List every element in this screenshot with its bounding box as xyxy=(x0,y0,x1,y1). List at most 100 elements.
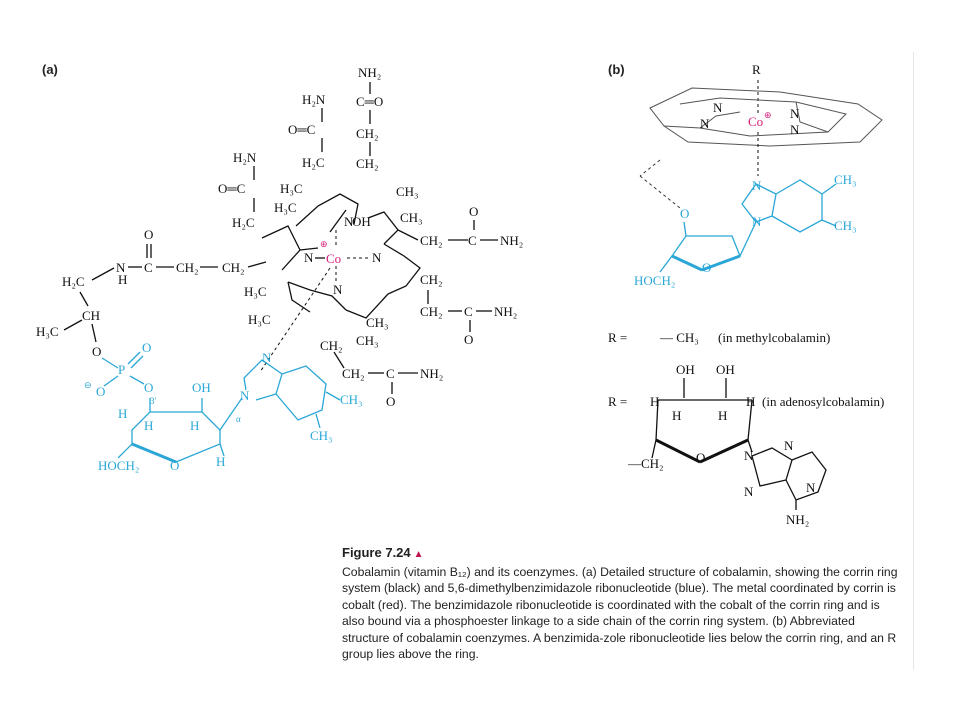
atom-h3c-left2: H₃C xyxy=(248,312,271,327)
ribose-3prime: 3′ xyxy=(150,396,157,406)
atom-n-amide: N xyxy=(116,260,126,275)
atom-co-top: C═O xyxy=(356,94,383,109)
caption-body: Cobalamin (vitamin B₁₂) and its coenzyme… xyxy=(342,564,898,662)
atom-nh2-right1: NH₂ xyxy=(500,233,523,248)
atom-cobalt-b: Co xyxy=(748,114,763,129)
atom-n-imid2: N xyxy=(240,388,250,403)
atom-o-right1: O xyxy=(469,204,478,219)
atom-o-right2: O xyxy=(464,332,473,347)
atom-h-r3: H xyxy=(190,418,199,433)
atom-o-ribose3: O xyxy=(144,380,153,395)
cobalt-charge: ⊕ xyxy=(320,239,328,249)
atom-n-right: N xyxy=(372,250,382,265)
alpha-label: α xyxy=(236,414,241,424)
atom-n-left: N xyxy=(304,250,314,265)
adenosyl-text: (in adenosylcobalamin) xyxy=(762,394,884,409)
phosphate-charge: ⊖ xyxy=(84,380,92,390)
atom-h-ad2: H xyxy=(746,394,755,409)
atom-ch2-bottom2: CH₂ xyxy=(342,366,365,381)
atom-oh-ribose: OH xyxy=(192,380,211,395)
atom-o-ad: O xyxy=(696,450,705,465)
atom-n-imid-b1: N xyxy=(752,178,762,193)
atom-ch2-chain2: CH₂ xyxy=(222,260,245,275)
atom-o-bottom: O xyxy=(386,394,395,409)
atom-cobalt: Co xyxy=(326,251,341,266)
atom-o-phosphate: O xyxy=(142,340,151,355)
atom-h2c-chain: H₂C xyxy=(62,274,85,289)
r-label-methyl: R = xyxy=(608,330,627,345)
atom-n-b3: N xyxy=(790,106,800,121)
atom-n-b4: N xyxy=(790,122,800,137)
atom-o-ribose: O xyxy=(170,458,179,473)
atom-ch2-right1: CH₂ xyxy=(420,233,443,248)
atom-h2n-1: H₂N xyxy=(233,150,257,165)
atom-ch2-top1: CH₂ xyxy=(356,126,379,141)
atom-o-ring-b: O xyxy=(702,260,711,275)
atom-n-b2: N xyxy=(700,116,710,131)
atom-n-aden4: N xyxy=(744,484,754,499)
atom-c-right2: C xyxy=(464,304,473,319)
atom-nh2-right2: NH₂ xyxy=(494,304,517,319)
atom-h-ad4: H xyxy=(718,408,727,423)
atom-ch2-right2: CH₂ xyxy=(420,272,443,287)
methyl-group: — CH₃ xyxy=(659,330,699,345)
atom-h3c-2: H₃C xyxy=(274,200,297,215)
atom-o-minus: O xyxy=(96,384,105,399)
panel-label-b: (b) xyxy=(608,62,625,77)
atom-o-b: O xyxy=(680,206,689,221)
atom-c-bottom: C xyxy=(386,366,395,381)
atom-o-chain: O xyxy=(92,344,101,359)
atom-nh2-aden: NH₂ xyxy=(786,512,809,527)
atom-h-r2: H xyxy=(144,418,153,433)
atom-h3c-chain: H₃C xyxy=(36,324,59,339)
atom-n-bottom: N xyxy=(333,282,343,297)
atom-ch-chain: CH xyxy=(82,308,100,323)
r-label-adenosyl: R = xyxy=(608,394,627,409)
atom-ch2-bottom1: CH₂ xyxy=(320,338,343,353)
atom-ch3-b2: CH₃ xyxy=(834,218,857,233)
atom-h2c-2: H₂C xyxy=(302,155,325,170)
atom-h-r4: H xyxy=(216,454,225,469)
benzimidazole-ribonucleotide: P O O ⊖ O 3′ H H H OH O HOCH₂ H α xyxy=(84,340,363,473)
atom-ch2-right3: CH₂ xyxy=(420,304,443,319)
methyl-text: (in methylcobalamin) xyxy=(718,330,830,345)
atom-n-b1: N xyxy=(713,100,723,115)
atom-oc-1: O═C xyxy=(218,181,245,196)
caption-title: Figure 7.24 xyxy=(342,545,411,560)
caption-triangle-icon: ▲ xyxy=(413,549,424,560)
atom-h-amide: H xyxy=(118,272,127,287)
atom-oc-2: O═C xyxy=(288,122,315,137)
atom-oh-ad2: OH xyxy=(716,362,735,377)
atom-phosphorus: P xyxy=(118,362,125,377)
atom-h-ad3: H xyxy=(672,408,681,423)
atom-h-r1: H xyxy=(118,406,127,421)
atom-n-aden1: N xyxy=(744,448,754,463)
panel-label-a: (a) xyxy=(42,62,58,77)
atom-ch2-ad: —CH₂ xyxy=(627,456,664,471)
atom-ch3-b1: CH₃ xyxy=(834,172,857,187)
atom-n-imid1: N xyxy=(262,350,272,365)
figure-caption: Figure 7.24▲ Cobalamin (vitamin B₁₂) and… xyxy=(342,545,902,663)
corrin-ring-system: NH₂ C═O CH₂ CH₂ H₂N O═C H₂C H₂N O═C H₂C … xyxy=(36,65,523,409)
atom-n-aden2: N xyxy=(784,438,794,453)
atom-hoch2-b: HOCH₂ xyxy=(634,273,675,288)
atom-oh-corrin: OH xyxy=(352,214,371,229)
atom-ch2-top2: CH₂ xyxy=(356,156,379,171)
abbreviated-coenzyme-structure: R N N N N Co ⊕ O O HOCH₂ xyxy=(608,62,884,527)
atom-ch3-benz2: CH₃ xyxy=(310,428,333,443)
atom-nh2-bottom: NH₂ xyxy=(420,366,443,381)
atom-ch3-bottom1: CH₃ xyxy=(366,315,389,330)
cobalt-charge-b: ⊕ xyxy=(764,110,772,120)
atom-nh2-top: NH₂ xyxy=(358,65,381,80)
atom-o-amide: O xyxy=(144,227,153,242)
atom-c-right1: C xyxy=(468,233,477,248)
atom-ch3-bottom2: CH₃ xyxy=(356,333,379,348)
atom-hoch2: HOCH₂ xyxy=(98,458,139,473)
atom-ch2-chain1: CH₂ xyxy=(176,260,199,275)
atom-h3c-1: H₃C xyxy=(280,181,303,196)
atom-h3c-left1: H₃C xyxy=(244,284,267,299)
atom-ch3-benz1: CH₃ xyxy=(340,392,363,407)
atom-h2n-2: H₂N xyxy=(302,92,326,107)
